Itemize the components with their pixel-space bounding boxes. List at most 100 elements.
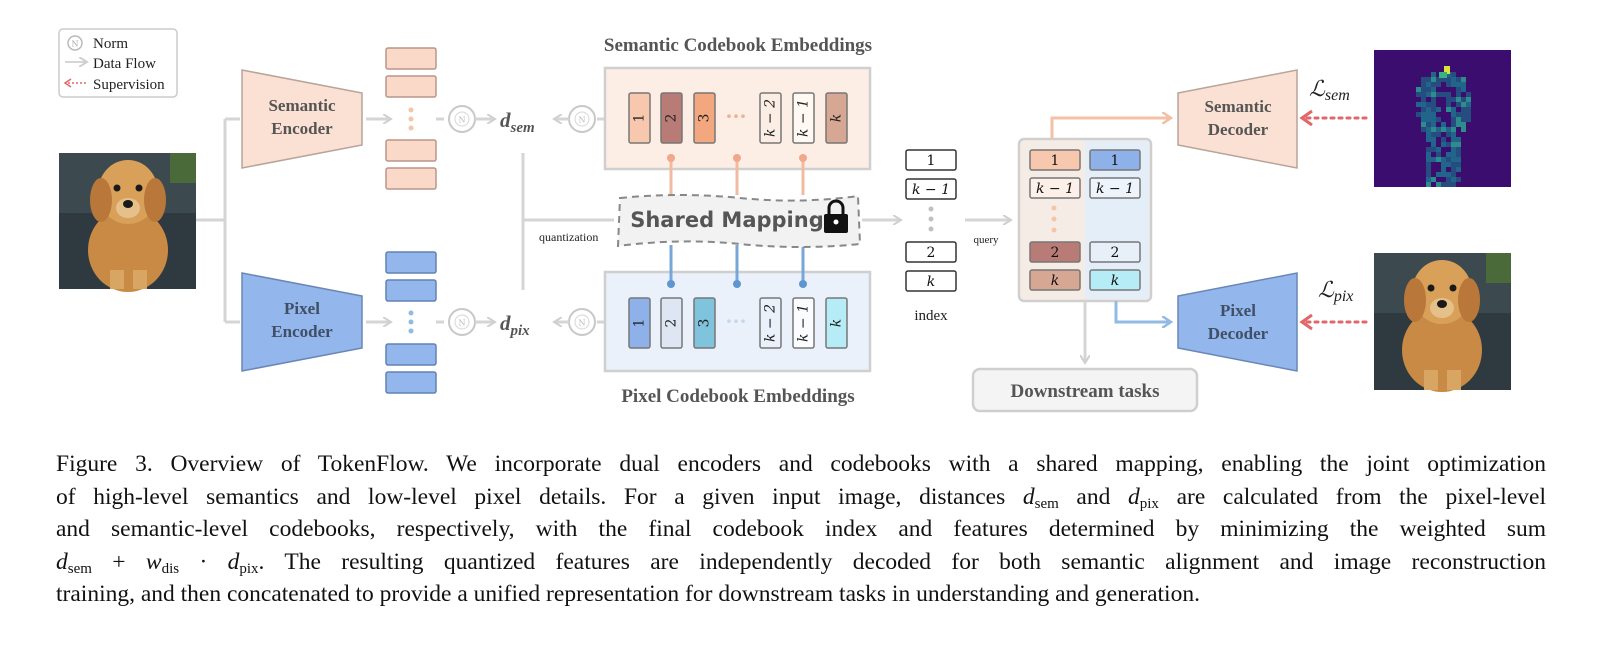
pixel-codebook-cell: k (825, 297, 848, 349)
semantic-decoder-label-2: Decoder (1208, 120, 1269, 139)
semantic-codebook-cell: k (825, 92, 848, 144)
lock-icon (824, 199, 848, 233)
pixel-codebook-cell: 3 (693, 297, 716, 349)
semantic-codebook-cell-label: 1 (632, 114, 648, 123)
index-item: k − 1 (905, 178, 957, 200)
norm-icon-glyph: N (72, 40, 79, 49)
table-to-pix-decoder-arrow (1114, 301, 1170, 322)
pixel-encoder-label-1: Pixel (284, 299, 320, 318)
norm-glyph: N (459, 319, 466, 328)
semantic-codebook-cell-label: k − 1 (796, 99, 812, 137)
index-item: 1 (905, 149, 957, 171)
concat-table-sem-cell-label: k − 1 (1036, 181, 1074, 197)
caption-line-2: of high-level semantics and low-level pi… (56, 483, 1546, 512)
concat-table-sem-cell-label: 2 (1051, 245, 1060, 261)
semantic-mapping-connectors (667, 154, 807, 195)
pixel-encoder: Pixel Encoder (241, 272, 363, 372)
pixel-feature-stack (385, 251, 437, 394)
tokenflow-diagram: N Norm Data Flow Supervision Semantic En… (58, 28, 1511, 413)
concat-table-pix-cell: k − 1 (1089, 177, 1141, 199)
semantic-stack-dots (408, 107, 414, 131)
concat-table-cells: 1 1 k − 1 k − 1 2 2 k k (1029, 149, 1141, 291)
norm-glyph: N (579, 319, 586, 328)
figure-caption: Figure 3. Overview of TokenFlow. We inco… (56, 448, 1546, 611)
concat-table-pix-cell-label: k − 1 (1096, 181, 1134, 197)
semantic-codebook-ellipsis: ··· (726, 104, 747, 128)
semantic-codebook-cell: k − 2 (759, 92, 782, 144)
semantic-codebook-cell-label: k − 2 (763, 99, 779, 137)
quantization-label: quantization (539, 230, 598, 244)
pixel-decoder-label-1: Pixel (1220, 301, 1256, 320)
semantic-decoder: Semantic Decoder (1177, 69, 1298, 169)
semantic-codebook-cells: 1 2 3 k − 2 k − 1 k ··· (628, 92, 848, 144)
loss-pix-label: ℒpix (1318, 277, 1353, 305)
legend-supervision: Supervision (93, 77, 165, 93)
semantic-codebook-cell: 3 (693, 92, 716, 144)
concat-table-sem-cell-label: k (1051, 273, 1059, 289)
quantization-connector (521, 153, 614, 290)
legend-norm: Norm (93, 36, 128, 52)
shared-mapping: Shared Mapping (616, 194, 862, 248)
shared-mapping-label: Shared Mapping (630, 208, 824, 232)
semantic-encoder: Semantic Encoder (241, 69, 363, 169)
semantic-codebook-cell: 2 (660, 92, 683, 144)
pixel-codebook-cell: 2 (660, 297, 683, 349)
semantic-codebook-title: Semantic Codebook Embeddings (604, 35, 872, 56)
pixel-codebook-cell: k − 2 (759, 297, 782, 349)
caption-line-1: Figure 3. Overview of TokenFlow. We inco… (56, 451, 1546, 477)
concat-table-pix-cell: 1 (1089, 149, 1141, 171)
concat-table-pix-cell-label: k (1111, 273, 1119, 289)
query-label: query (973, 234, 999, 246)
concat-table-pix-cell: 2 (1089, 241, 1141, 263)
norm-icon-sem-2: N (568, 105, 596, 133)
semantic-decoder-label-1: Semantic (1204, 97, 1272, 116)
norm-glyph: N (459, 116, 466, 125)
pixel-stack-dots (408, 310, 414, 334)
pixel-codebook-cell-label: k (829, 319, 845, 327)
concat-table-pix-cell-label: 1 (1111, 153, 1120, 169)
pixel-codebook-cell-label: 1 (632, 319, 648, 328)
concat-table-sem-cell-label: 1 (1051, 153, 1060, 169)
concat-table-sem-cell: k (1029, 269, 1081, 291)
pixel-codebook-cell-label: k − 1 (796, 304, 812, 342)
semantic-feature-stack (385, 47, 437, 190)
index-item: 2 (905, 241, 957, 263)
semantic-codebook-cell-label: 3 (697, 114, 713, 123)
d-sem-label: dsem (500, 108, 535, 136)
concat-table-sem-cell: 2 (1029, 241, 1081, 263)
caption-line-4: dsem + wdis · dpix. The resulting quanti… (56, 548, 1546, 577)
legend-data-flow: Data Flow (93, 56, 156, 72)
index-item-label: 1 (927, 153, 936, 169)
loss-sem-label: ℒsem (1309, 76, 1350, 104)
semantic-codebook-cell: k − 1 (792, 92, 815, 144)
pixel-codebook-cell: 1 (628, 297, 651, 349)
index-item-label: 2 (927, 245, 936, 261)
reconstructed-dog-image (1374, 253, 1511, 392)
index-label: index (914, 308, 948, 324)
input-flow-lines (196, 117, 240, 324)
index-dots (928, 206, 934, 232)
pixel-codebook-cell-label: 3 (697, 319, 713, 328)
pixel-codebook-cell-label: 2 (664, 319, 680, 328)
semantic-codebook-cell: 1 (628, 92, 651, 144)
concat-table-pix-cell-label: 2 (1111, 245, 1120, 261)
d-pix-label: dpix (500, 311, 530, 339)
pixel-codebook-cell-label: k − 2 (763, 304, 779, 342)
pixel-codebook-cell: k − 1 (792, 297, 815, 349)
semantic-codebook-cell-label: 2 (664, 114, 680, 123)
norm-icon-sem-1: N (448, 105, 476, 133)
pixel-encoder-label-2: Encoder (271, 322, 333, 341)
pixel-decoder-label-2: Decoder (1208, 324, 1269, 343)
pixel-decoder: Pixel Decoder (1177, 272, 1298, 372)
downstream-tasks-label: Downstream tasks (1010, 381, 1159, 402)
semantic-heatmap-image (1374, 50, 1511, 187)
norm-icon-pix-1: N (448, 308, 476, 336)
table-to-sem-decoder-arrow (1050, 118, 1170, 139)
index-column: 1 k − 1 2 k (905, 149, 957, 292)
caption-line-3: and semantic-level codebooks, respective… (56, 516, 1546, 542)
norm-icon-pix-2: N (568, 308, 596, 336)
legend: N Norm Data Flow Supervision (58, 28, 178, 98)
index-item: k (905, 270, 957, 292)
index-item-label: k (927, 274, 935, 290)
